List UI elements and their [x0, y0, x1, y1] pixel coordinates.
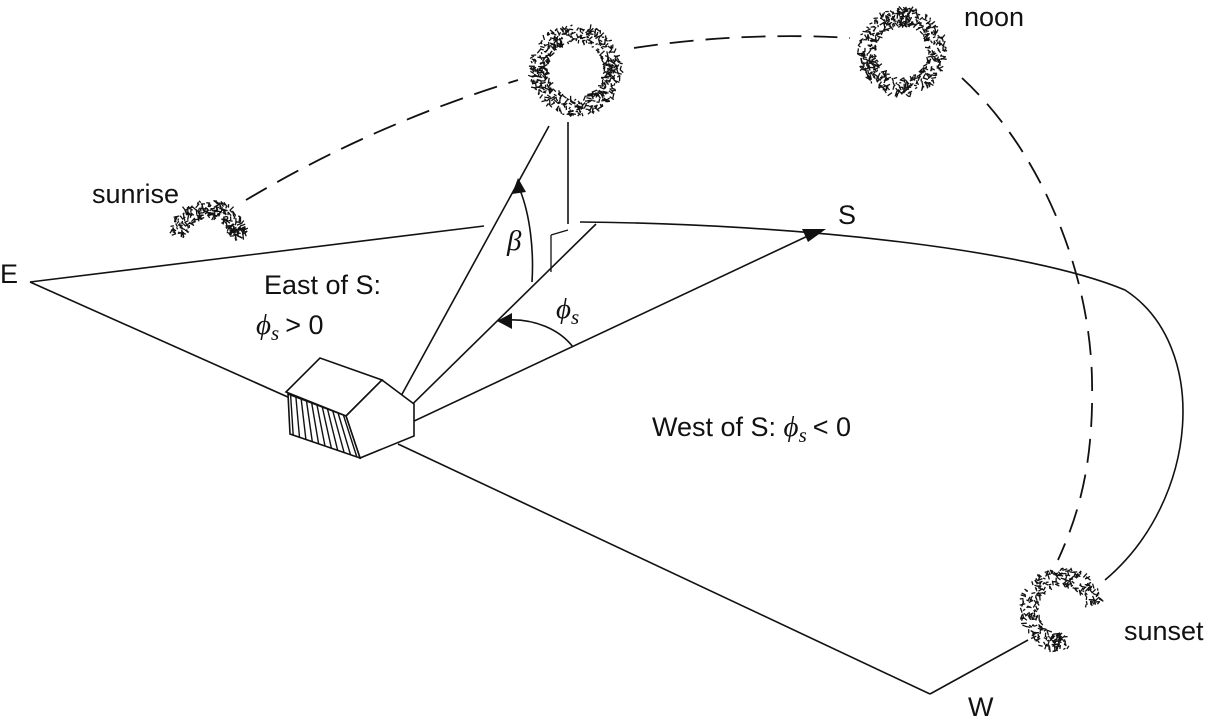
house-front-wall	[287, 392, 362, 460]
east-of-s-condition: ϕs> 0	[256, 309, 324, 345]
south-ray	[377, 233, 813, 439]
horizon-south-curve	[579, 221, 1184, 581]
noon-label: noon	[964, 2, 1024, 32]
azimuth-angle: ϕs	[497, 293, 579, 348]
house-icon	[284, 357, 415, 460]
west-of-s-condition: West of S: ϕs< 0	[652, 411, 851, 447]
sun-path-dash-2	[633, 35, 851, 49]
sun-ray	[377, 125, 550, 439]
sun-icon	[856, 5, 948, 98]
west-label: W	[968, 692, 994, 722]
east-label: E	[0, 259, 18, 289]
hour-angle-line	[377, 223, 597, 439]
sun-path-dash-3	[961, 77, 1094, 561]
azimuth-arc	[504, 319, 574, 348]
sun-path-dash-1	[245, 79, 519, 201]
west-of-s-annotation: West of S: ϕs< 0	[652, 411, 851, 447]
sun-vertical	[550, 122, 569, 272]
sun-sunrise	[169, 199, 249, 241]
azimuth-arrowhead	[497, 313, 512, 329]
sun-path	[245, 35, 1094, 561]
ground-east-edge	[29, 281, 291, 399]
ground-west-edge	[397, 443, 931, 695]
horizon-east-line	[29, 225, 485, 283]
sun-sunset	[1019, 567, 1104, 653]
east-of-s-title: East of S:	[264, 270, 381, 300]
ground-plane	[29, 221, 1184, 695]
south-arrowhead	[802, 229, 826, 242]
right-angle-marker-top	[550, 229, 569, 236]
sunrise-label: sunrise	[92, 179, 179, 209]
altitude-angle: β	[506, 178, 534, 283]
sun-icon	[1019, 567, 1104, 653]
altitude-arrowhead	[512, 178, 526, 194]
horizon-west-tip	[929, 639, 1029, 695]
sun-icon	[527, 24, 624, 117]
sun-noon	[856, 5, 948, 98]
observer-rays	[377, 125, 826, 439]
house-siding	[289, 394, 358, 458]
phi-s-label: ϕs	[556, 293, 579, 329]
sun-icon	[169, 199, 249, 241]
east-of-s-annotation: East of S: ϕs> 0	[256, 270, 381, 345]
beta-label: β	[506, 225, 522, 257]
altitude-arc	[519, 189, 534, 283]
sunset-label: sunset	[1124, 616, 1204, 646]
south-label: S	[838, 200, 856, 230]
sun-midmorning	[527, 24, 624, 117]
